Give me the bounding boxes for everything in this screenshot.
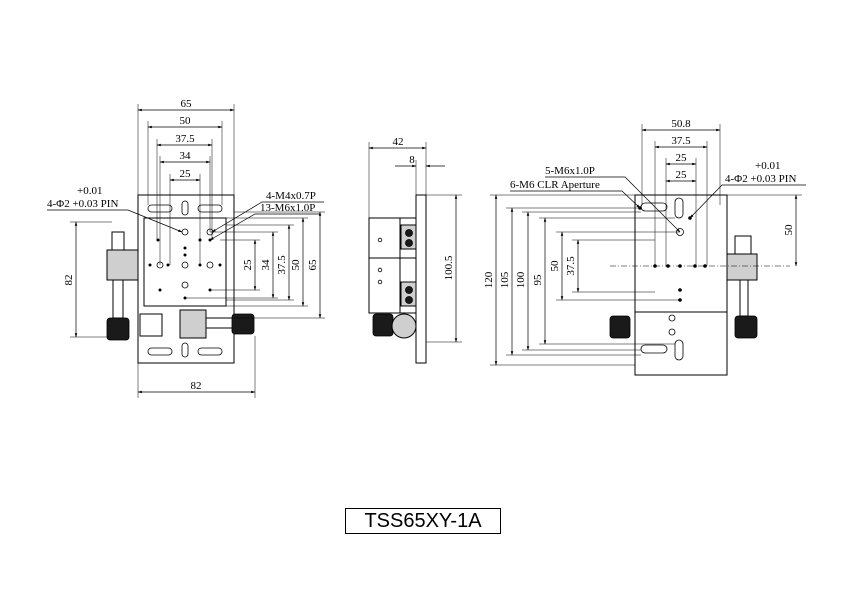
bracket-dim-37-5: 37.5 — [671, 135, 691, 147]
front-rdim-50: 50 — [290, 259, 302, 271]
front-dim-bottom-82: 82 — [191, 380, 202, 392]
front-rdim-65: 65 — [307, 259, 319, 271]
front-rdim-37-5: 37.5 — [276, 255, 288, 275]
front-rdim-25: 25 — [242, 259, 254, 271]
front-left-micrometer-body — [106, 249, 139, 281]
side-view: 42 8 100.5 — [368, 136, 462, 364]
drawing-title: TSS65XY-1A — [345, 508, 501, 534]
bracket-slot-bottom-mid — [674, 339, 684, 361]
bracket-callout-clr: 6-M6 CLR Aperture — [510, 179, 600, 191]
side-knob — [372, 313, 394, 337]
bracket-pin-tolerance: +0.01 — [755, 160, 780, 172]
bracket-dim-50: 50 — [549, 260, 561, 272]
bracket-callout-m6: 5-M6x1.0P — [545, 165, 595, 177]
bracket-right-micrometer — [726, 253, 758, 281]
front-dim-34: 34 — [180, 150, 192, 162]
bracket-dim-50-8: 50.8 — [671, 118, 691, 130]
side-dim-100-5: 100.5 — [443, 255, 455, 280]
front-left-micrometer-knob — [106, 317, 130, 341]
bracket-slot-bottom-left — [640, 344, 668, 354]
front-bottom-micrometer-knob — [231, 313, 255, 335]
bracket-dim-100: 100 — [515, 271, 527, 288]
front-bottom-micrometer-shaft — [205, 317, 235, 329]
bracket-right-cap — [734, 235, 752, 255]
bracket-plate — [634, 194, 728, 376]
side-plate — [415, 194, 427, 364]
bracket-dim-37-5-left: 37.5 — [565, 256, 577, 276]
bracket-right-shaft — [739, 279, 749, 317]
bracket-dim-95: 95 — [532, 274, 544, 286]
front-top-stage — [143, 217, 227, 307]
bracket-dim-105: 105 — [499, 271, 511, 288]
bracket-dim-120: 120 — [483, 271, 495, 288]
bracket-dim-25-a: 25 — [676, 152, 688, 164]
front-view: 65 50 37.5 34 25 +0.01 4-Φ2 +0.03 PIN 4-… — [47, 98, 325, 398]
front-dim-50: 50 — [180, 115, 192, 127]
side-stage-body — [368, 217, 417, 314]
bracket-dim-right-50: 50 — [783, 224, 795, 236]
front-pin-tolerance: +0.01 — [77, 185, 102, 197]
front-callout-m6: 13-M6x1.0P — [260, 202, 315, 214]
front-dim-left-82: 82 — [63, 275, 75, 286]
bracket-left-knob — [609, 315, 631, 339]
front-dim-25: 25 — [180, 168, 192, 180]
front-slot-bottom-right — [197, 347, 223, 356]
front-dim-37-5: 37.5 — [175, 133, 195, 145]
bracket-right-knob — [734, 315, 758, 339]
front-dim-65: 65 — [181, 98, 193, 110]
front-bottom-micrometer-body — [179, 309, 207, 339]
side-dim-8: 8 — [409, 154, 415, 166]
front-bottom-lock-block — [139, 313, 163, 337]
bracket-dim-25-b: 25 — [676, 169, 688, 181]
bracket-slot-top-mid — [674, 197, 684, 219]
front-callout-m4: 4-M4x0.7P — [266, 190, 316, 202]
side-micrometer-end — [391, 313, 417, 339]
front-left-micrometer-shaft — [112, 279, 124, 319]
bracket-pin-callout: 4-Φ2 +0.03 PIN — [725, 173, 796, 185]
side-dim-42: 42 — [393, 136, 404, 148]
front-hole-pattern — [148, 228, 222, 300]
front-left-micrometer-cap — [111, 231, 125, 251]
front-pin-callout: 4-Φ2 +0.03 PIN — [47, 198, 118, 210]
front-slot-top-mid — [181, 200, 189, 216]
front-slot-bottom-left — [147, 347, 173, 356]
bracket-slot-top-left — [640, 202, 668, 212]
front-rdim-34: 34 — [260, 259, 272, 271]
bracket-view: 50.8 37.5 25 25 5-M6x1.0P 6-M6 CLR Apert… — [483, 118, 806, 376]
front-slot-bottom-mid — [181, 342, 189, 358]
